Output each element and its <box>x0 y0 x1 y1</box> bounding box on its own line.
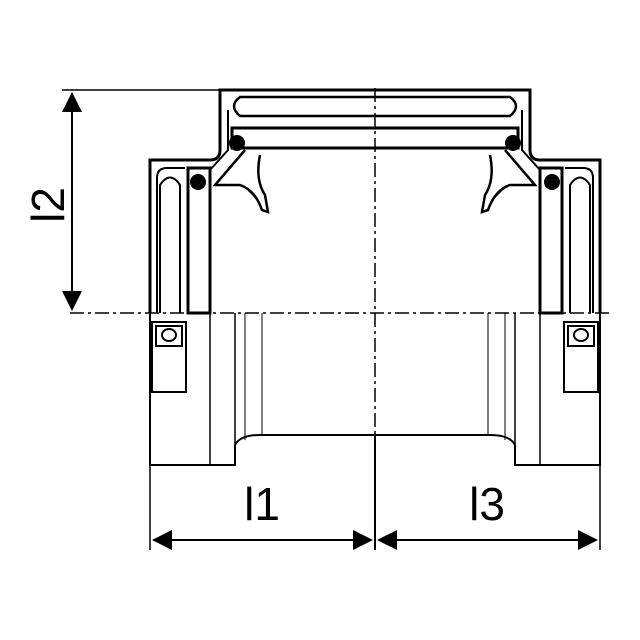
left-half-section <box>148 88 377 467</box>
l1-label: l1 <box>244 478 280 530</box>
l2-label: l2 <box>22 187 74 223</box>
right-half-section <box>373 88 602 467</box>
l3-label: l3 <box>469 478 505 530</box>
